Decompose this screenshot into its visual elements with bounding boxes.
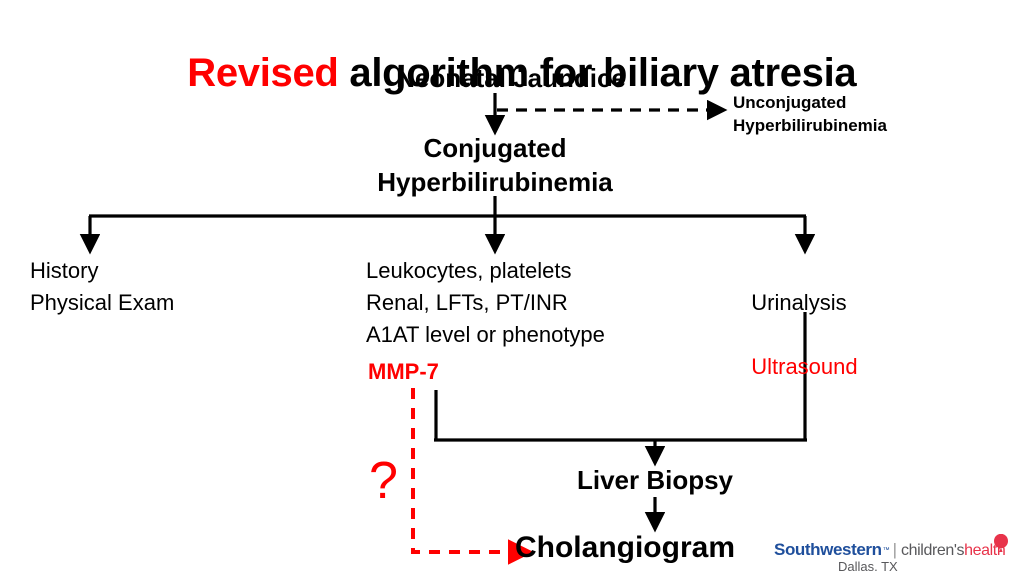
node-liver-biopsy: Liver Biopsy	[576, 465, 734, 495]
ut-southwestern-wordmark: Southwestern	[774, 540, 882, 559]
balloon-icon	[994, 534, 1008, 552]
node-history-physical-exam: History Physical Exam	[30, 258, 175, 315]
node-cholangiogram: Cholangiogram	[514, 531, 735, 564]
logo-divider: |	[892, 540, 898, 559]
node-mmp7: MMP-7	[368, 359, 439, 384]
institution-logos: Southwestern ™ | children's health Dalla…	[774, 534, 1022, 577]
node-neonatal-jaundice: Neonatal Jaundice	[396, 63, 626, 93]
health-wordmark: health	[964, 542, 1006, 559]
edge-mmp7-to-cholangiogram	[411, 388, 534, 565]
node-conjugated-hyperbilirubinemia: Conjugated Hyperbilirubinemia	[377, 133, 613, 197]
node-ultrasound-label: Ultrasound	[751, 353, 858, 379]
question-mark-annotation: ?	[369, 452, 398, 510]
page-title: Revised algorithm for biliary atresia	[0, 6, 1022, 96]
node-laboratory-workup: Leukocytes, platelets Renal, LFTs, PT/IN…	[366, 258, 605, 347]
childrens-wordmark: children's	[901, 542, 965, 559]
node-urinalysis-ultrasound: Urinalysis Ultrasound	[739, 255, 858, 383]
node-unconjugated-hyperbilirubinemia: Unconjugated Hyperbilirubinemia	[733, 93, 887, 135]
logo-city-label: Dallas. TX	[838, 559, 898, 574]
trademark-icon: ™	[882, 547, 890, 554]
logo-lockup: Southwestern ™ | children's health	[774, 540, 1006, 560]
title-highlight: Revised	[187, 50, 339, 95]
node-urinalysis-label: Urinalysis	[751, 289, 847, 315]
title-rest: algorithm for biliary atresia	[338, 50, 857, 95]
